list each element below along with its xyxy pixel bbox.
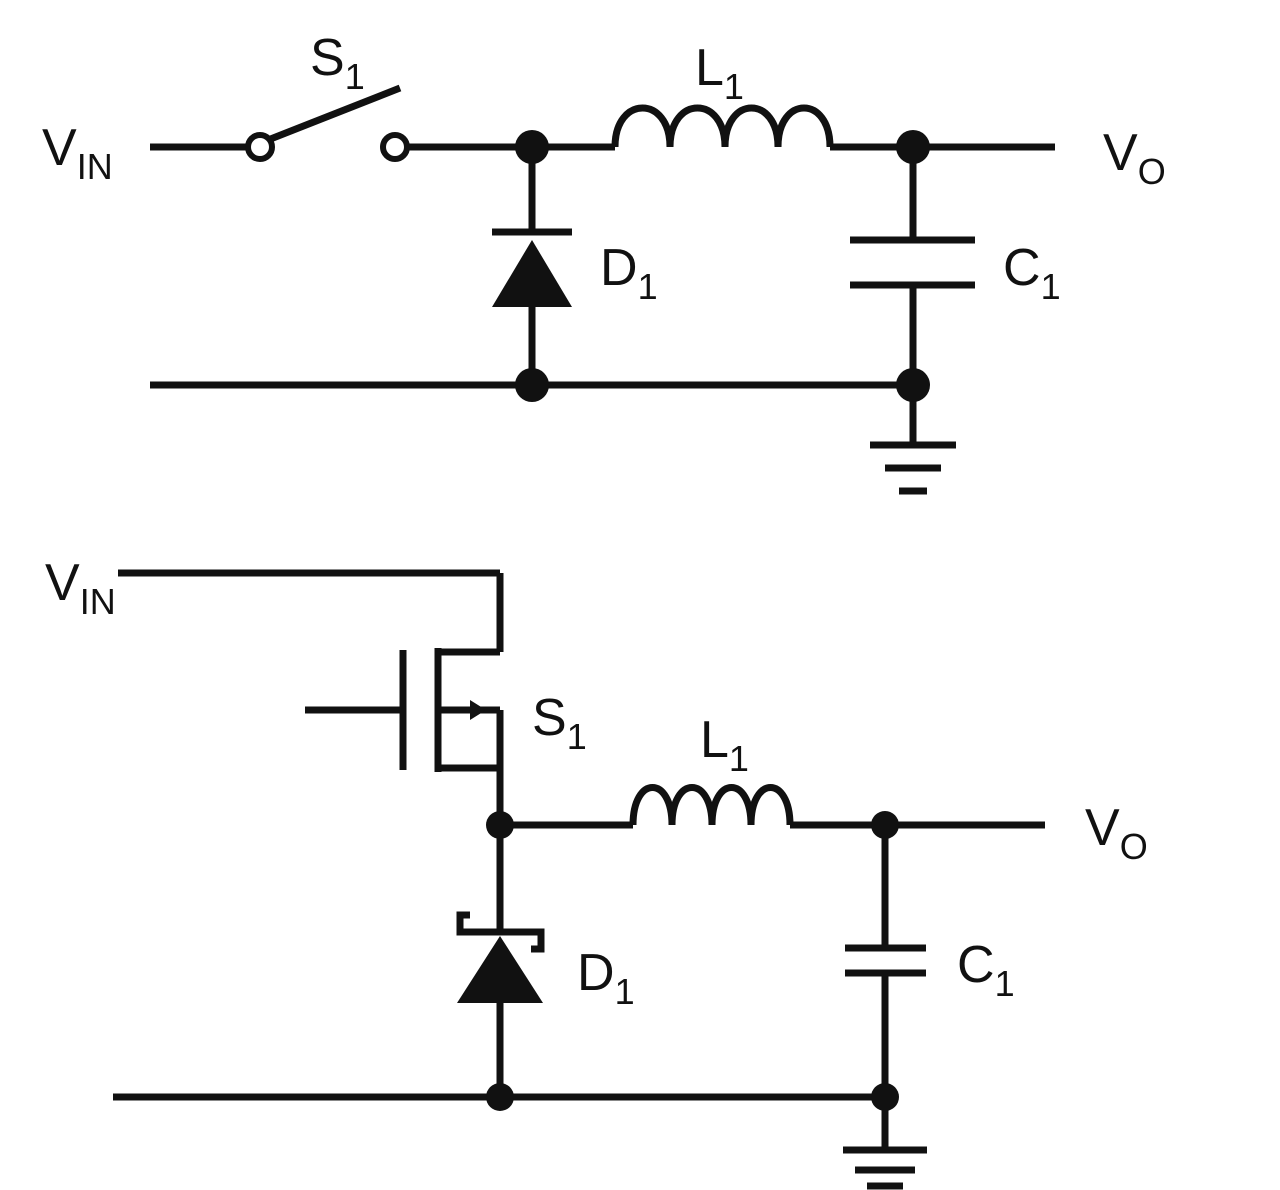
capacitor-label: C1 — [1003, 239, 1061, 307]
ground-icon — [843, 1146, 927, 1190]
diode-triangle — [492, 240, 572, 307]
switch-terminal-right — [380, 132, 410, 162]
switch-terminal-left — [245, 132, 275, 162]
diode-triangle — [457, 936, 543, 1003]
capacitor-label: C1 — [957, 936, 1015, 1004]
vout-label: VO — [1085, 799, 1148, 867]
schottky-cathode-bar — [456, 911, 545, 953]
switch-label: S1 — [532, 689, 587, 757]
switch-blade — [266, 84, 402, 144]
diode-label: D1 — [600, 239, 658, 307]
vin-label: VIN — [42, 119, 113, 187]
mosfet-icon — [305, 648, 504, 772]
inductor-coil — [611, 104, 834, 148]
switch-label: S1 — [310, 29, 365, 97]
inductor-coil — [629, 784, 794, 826]
schematic-mosfet-switch: VIN S1 L1 VO D1 C1 — [45, 554, 1148, 1190]
vin-label: VIN — [45, 554, 116, 622]
diode-ground-junction — [515, 368, 549, 402]
schematic-ideal-switch: VIN S1 L1 VO D1 C1 — [42, 29, 1166, 495]
inductor-label: L1 — [695, 39, 744, 107]
diode-ground-junction — [486, 1083, 514, 1111]
cap-ground-junction — [871, 1083, 899, 1111]
ground-icon — [870, 441, 956, 495]
diode-label: D1 — [577, 944, 635, 1012]
inductor-label: L1 — [700, 711, 749, 779]
vout-label: VO — [1103, 124, 1166, 192]
cap-ground-junction — [896, 368, 930, 402]
